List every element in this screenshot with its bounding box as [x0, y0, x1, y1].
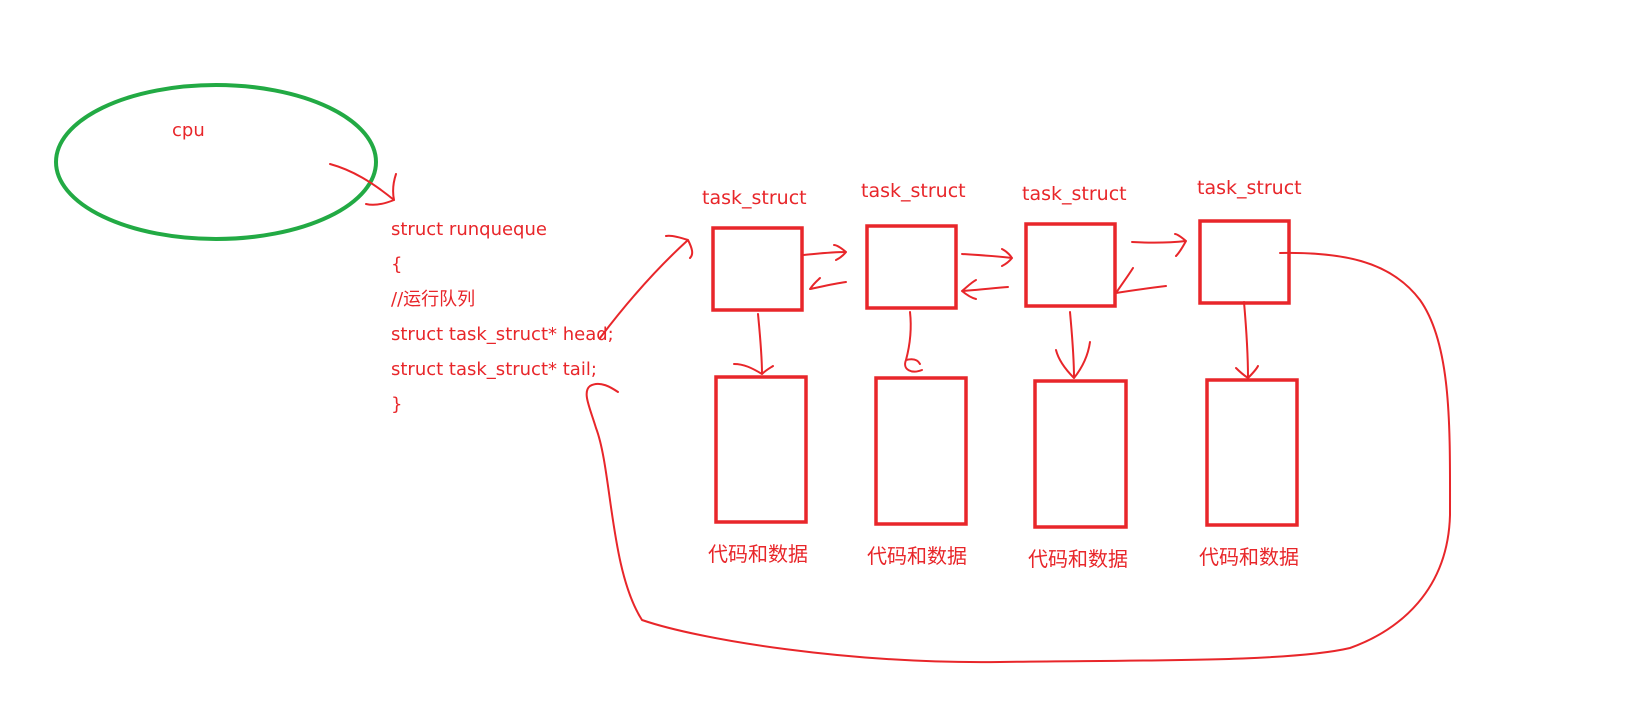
- link-2-3-forward: [961, 248, 1013, 267]
- task-struct-box-1: [711, 226, 804, 312]
- code-data-label-4: 代码和数据: [1199, 545, 1299, 569]
- code-line: struct runqueque: [391, 219, 547, 240]
- code-data-label-1: 代码和数据: [708, 542, 808, 566]
- code-data-box-2: [874, 376, 968, 526]
- task-struct-label-3: task_struct: [1022, 183, 1127, 205]
- code-data-box-4: [1205, 378, 1299, 527]
- code-data-label-2: 代码和数据: [867, 544, 967, 568]
- head-pointer-arrow: [599, 234, 694, 339]
- code-data-box-1: [714, 375, 808, 524]
- code-line: struct task_struct* tail;: [391, 359, 597, 380]
- cpu-label: cpu: [172, 120, 205, 141]
- cpu-to-runqueue-arrow: [329, 163, 397, 206]
- task-struct-label-2: task_struct: [861, 180, 966, 202]
- task-2-to-data-arrow: [904, 311, 923, 373]
- code-line: struct task_struct* head;: [391, 324, 614, 345]
- tail-pointer-loop: [585, 251, 1452, 664]
- link-1-2-forward: [802, 244, 847, 261]
- link-3-4-forward: [1131, 233, 1187, 257]
- task-1-to-data-arrow: [733, 313, 774, 375]
- cpu-ellipse: [54, 83, 378, 241]
- code-data-box-3: [1033, 379, 1128, 529]
- task-struct-label-1: task_struct: [702, 187, 807, 209]
- link-2-1-backward: [809, 277, 847, 290]
- link-4-3-backward: [1115, 267, 1167, 294]
- code-line: }: [391, 394, 403, 415]
- code-data-label-3: 代码和数据: [1028, 547, 1128, 571]
- task-struct-box-4: [1198, 219, 1291, 305]
- task-4-to-data-arrow: [1235, 301, 1259, 379]
- task-3-to-data-arrow: [1055, 311, 1091, 379]
- code-line: //运行队列: [391, 289, 476, 310]
- link-3-2-backward: [961, 279, 1009, 300]
- code-line: {: [391, 254, 403, 275]
- runqueue-code-block: struct runqueque { //运行队列 struct task_st…: [391, 212, 614, 422]
- task-struct-label-4: task_struct: [1197, 177, 1302, 199]
- task-struct-box-3: [1024, 222, 1117, 308]
- task-struct-box-2: [865, 224, 958, 310]
